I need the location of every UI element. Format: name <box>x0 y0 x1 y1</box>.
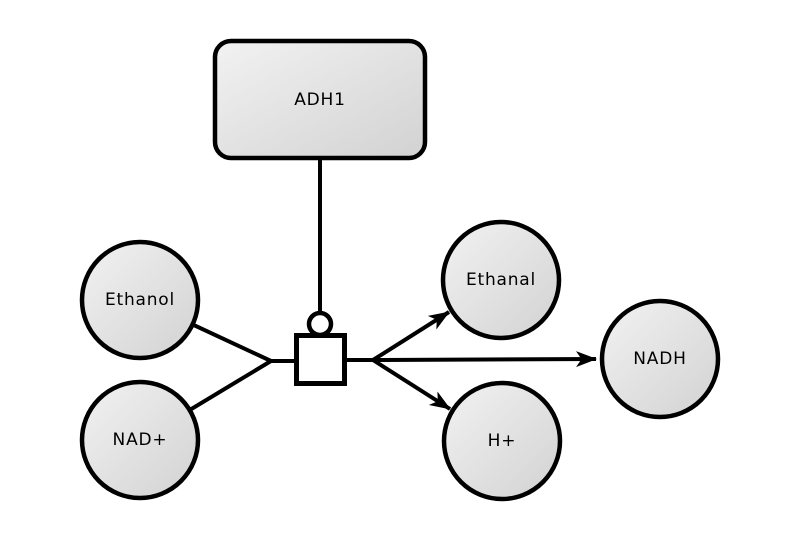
ethanol-label: Ethanol <box>105 290 175 310</box>
process-square-node[interactable] <box>294 333 347 386</box>
ethanol-circle <box>79 239 201 361</box>
catalysis-circle-glyph[interactable] <box>306 310 334 338</box>
node-enzyme-adh1[interactable]: ADH1 <box>212 38 428 161</box>
node-substrate-ethanol[interactable]: Ethanol <box>79 239 201 361</box>
nadh-circle <box>599 298 721 420</box>
edge-production-h-plus <box>371 358 452 411</box>
ethanal-circle <box>440 219 562 341</box>
h-plus-label: H+ <box>488 431 517 451</box>
h-plus-circle <box>441 380 563 502</box>
node-substrate-nad-plus[interactable]: NAD+ <box>79 379 201 501</box>
node-product-h-plus[interactable]: H+ <box>441 380 563 502</box>
node-product-ethanal[interactable]: Ethanal <box>440 219 562 341</box>
edge-production-nadh <box>372 351 597 368</box>
enzyme-rect <box>212 38 428 161</box>
nad-plus-circle <box>79 379 201 501</box>
ethanal-label: Ethanal <box>466 270 536 290</box>
edge-production-ethanal <box>371 310 451 362</box>
nad-plus-label: NAD+ <box>113 430 168 450</box>
nadh-label: NADH <box>633 349 686 369</box>
node-product-nadh[interactable]: NADH <box>599 298 721 420</box>
enzyme-label: ADH1 <box>294 90 346 110</box>
